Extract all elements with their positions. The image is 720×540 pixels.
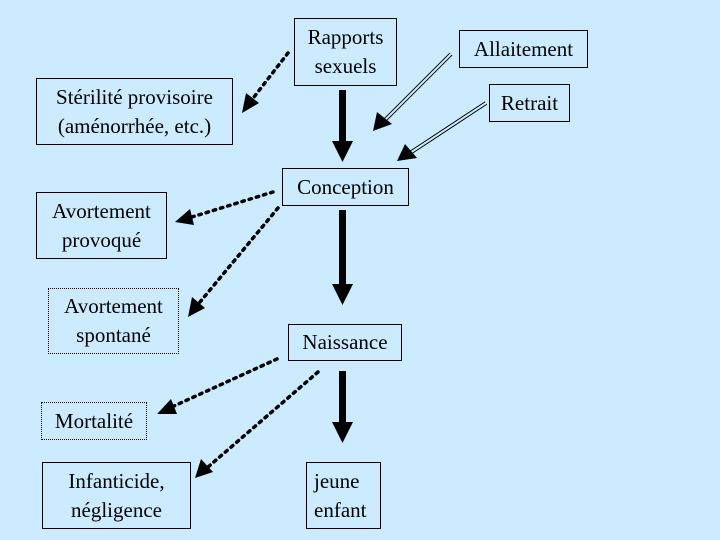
node-label-line: provoqué	[61, 227, 142, 252]
arrow-rapports-to-sterilite	[242, 51, 290, 113]
node-infanticide-negligence: Infanticide, négligence	[42, 462, 191, 529]
node-retrait: Retrait	[489, 84, 570, 122]
node-sterilite-provisoire: Stérilité provisoire (aménorrhée, etc.)	[36, 78, 233, 145]
node-jeune-enfant: jeune enfant	[306, 462, 381, 529]
node-label: Conception	[297, 174, 394, 199]
arrow-conception-to-avortement-provoque	[175, 190, 275, 225]
node-label-line: Rapports	[307, 25, 384, 49]
node-label: Mortalité	[54, 408, 134, 433]
node-label-line: Avortement	[64, 294, 163, 318]
node-avortement-provoque: Avortement provoqué	[36, 192, 167, 259]
arrow-naissance-to-jeune-enfant	[332, 371, 353, 443]
node-label-line: Infanticide,	[68, 468, 165, 493]
node-rapports-sexuels: Rapports sexuels	[294, 18, 397, 86]
node-mortalite: Mortalité	[41, 402, 147, 440]
node-label-line: jeune	[314, 468, 360, 493]
node-allaitement: Allaitement	[459, 30, 588, 68]
node-avortement-spontane: Avortement spontané	[48, 288, 179, 354]
arrow-naissance-to-mortalite	[157, 357, 279, 414]
node-label-line: Stérilité provisoire	[56, 84, 213, 109]
node-label-line: spontané	[76, 323, 151, 347]
arrow-conception-to-naissance	[332, 210, 353, 305]
arrow-retrait-to-conception	[397, 101, 488, 161]
arrow-conception-to-avortement-spontane	[188, 206, 280, 317]
node-label: Naissance	[302, 330, 388, 354]
node-naissance: Naissance	[288, 324, 402, 361]
node-label: Retrait	[500, 90, 559, 115]
node-label-line: sexuels	[314, 54, 377, 78]
node-conception: Conception	[282, 168, 409, 206]
node-label-line: Avortement	[52, 198, 151, 223]
node-label-line: négligence	[71, 497, 162, 522]
arrow-rapports-to-conception	[332, 90, 353, 162]
node-label-line: enfant	[314, 497, 367, 522]
node-label: Allaitement	[473, 36, 574, 61]
node-label-line: (aménorrhée, etc.)	[57, 113, 212, 138]
arrow-naissance-to-infanticide	[195, 370, 320, 478]
